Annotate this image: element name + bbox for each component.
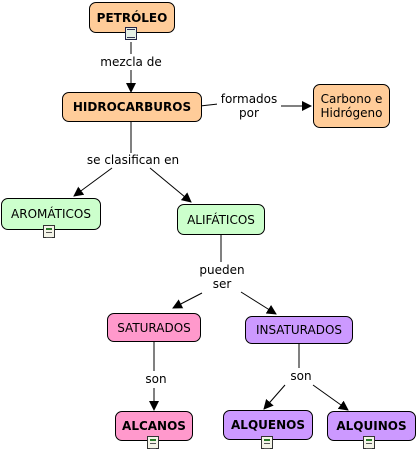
line-pueden-insaturados [240,291,277,315]
document-resource-icon[interactable] [363,436,375,449]
node-aromaticos[interactable]: AROMÁTICOS [1,198,101,230]
line-hidrocarburos-formados [199,103,219,107]
link-se-clasifican-en: se clasifican en [80,153,186,167]
link-pueden-ser: pueden ser [193,263,251,291]
link-formados-por: formados por [217,92,281,120]
line-clasifican-aromaticos [73,167,113,197]
link-son-saturados: son [138,372,174,386]
film-resource-icon[interactable] [125,27,137,40]
line-son-alquenos [263,384,286,410]
node-carbono-hidrogeno[interactable]: Carbono e Hidrógeno [313,84,390,128]
node-insaturados[interactable]: INSATURADOS [245,316,353,344]
node-alifaticos[interactable]: ALIFÁTICOS [177,204,265,235]
node-saturados[interactable]: SATURADOS [107,313,201,342]
document-resource-icon[interactable] [147,436,159,449]
node-hidrocarburos[interactable]: HIDROCARBUROS [62,92,202,122]
node-alquenos[interactable]: ALQUENOS [223,410,313,440]
link-son-insaturados: son [283,369,319,383]
line-clasifican-alifaticos [149,167,192,203]
link-mezcla-de: mezcla de [95,55,167,69]
line-pueden-saturados [172,292,203,309]
line-son-alquinos [312,384,349,411]
document-resource-icon[interactable] [43,225,55,238]
document-resource-icon[interactable] [261,436,273,449]
